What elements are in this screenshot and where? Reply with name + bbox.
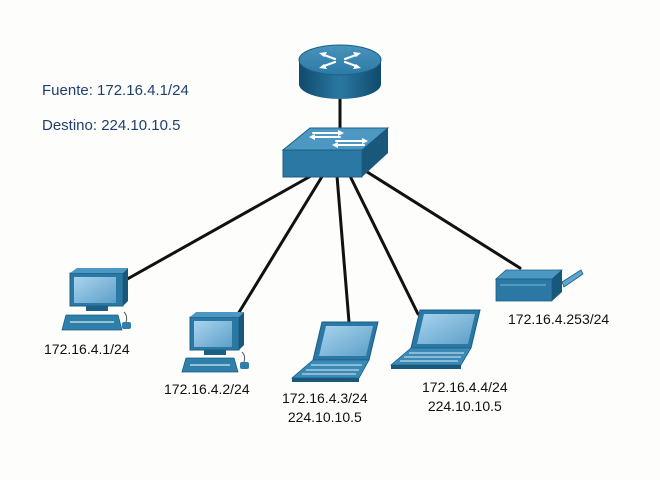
host-label-2: 172.16.4.2/24 xyxy=(164,380,250,399)
desktop-pc-icon[interactable] xyxy=(61,268,131,331)
link-switch-laptop3 xyxy=(335,174,351,324)
laptop-icon[interactable] xyxy=(389,309,481,369)
host-group: 224.10.10.5 xyxy=(427,398,502,414)
host-ip: 172.16.4.2/24 xyxy=(164,381,250,397)
host-ip: 172.16.4.1/24 xyxy=(44,341,130,357)
links xyxy=(120,96,522,324)
host-label-5: 172.16.4.253/24 xyxy=(508,310,609,329)
link-switch-pc1 xyxy=(120,170,320,284)
host-ip: 172.16.4.253/24 xyxy=(508,311,610,327)
switch-icon[interactable] xyxy=(281,127,390,178)
printer-icon[interactable] xyxy=(494,269,584,302)
source-address: Fuente: 172.16.4.1/24 xyxy=(42,82,189,99)
destination-address: Destino: 224.10.10.5 xyxy=(42,117,181,134)
host-ip: 172.16.4.4/24 xyxy=(422,379,508,395)
host-group: 224.10.10.5 xyxy=(287,409,362,425)
host-label-1: 172.16.4.1/24 xyxy=(44,340,130,359)
link-switch-printer xyxy=(362,168,522,270)
router-icon[interactable] xyxy=(298,44,382,99)
host-label-3: 172.16.4.3/24 224.10.10.5 xyxy=(282,389,368,427)
host-ip: 172.16.4.3/24 xyxy=(282,390,368,406)
link-switch-pc2 xyxy=(236,173,325,316)
desktop-pc-icon[interactable] xyxy=(181,312,249,373)
link-switch-laptop4 xyxy=(348,174,420,316)
host-label-4: 172.16.4.4/24 224.10.10.5 xyxy=(422,378,508,416)
laptop-icon[interactable] xyxy=(290,321,379,382)
